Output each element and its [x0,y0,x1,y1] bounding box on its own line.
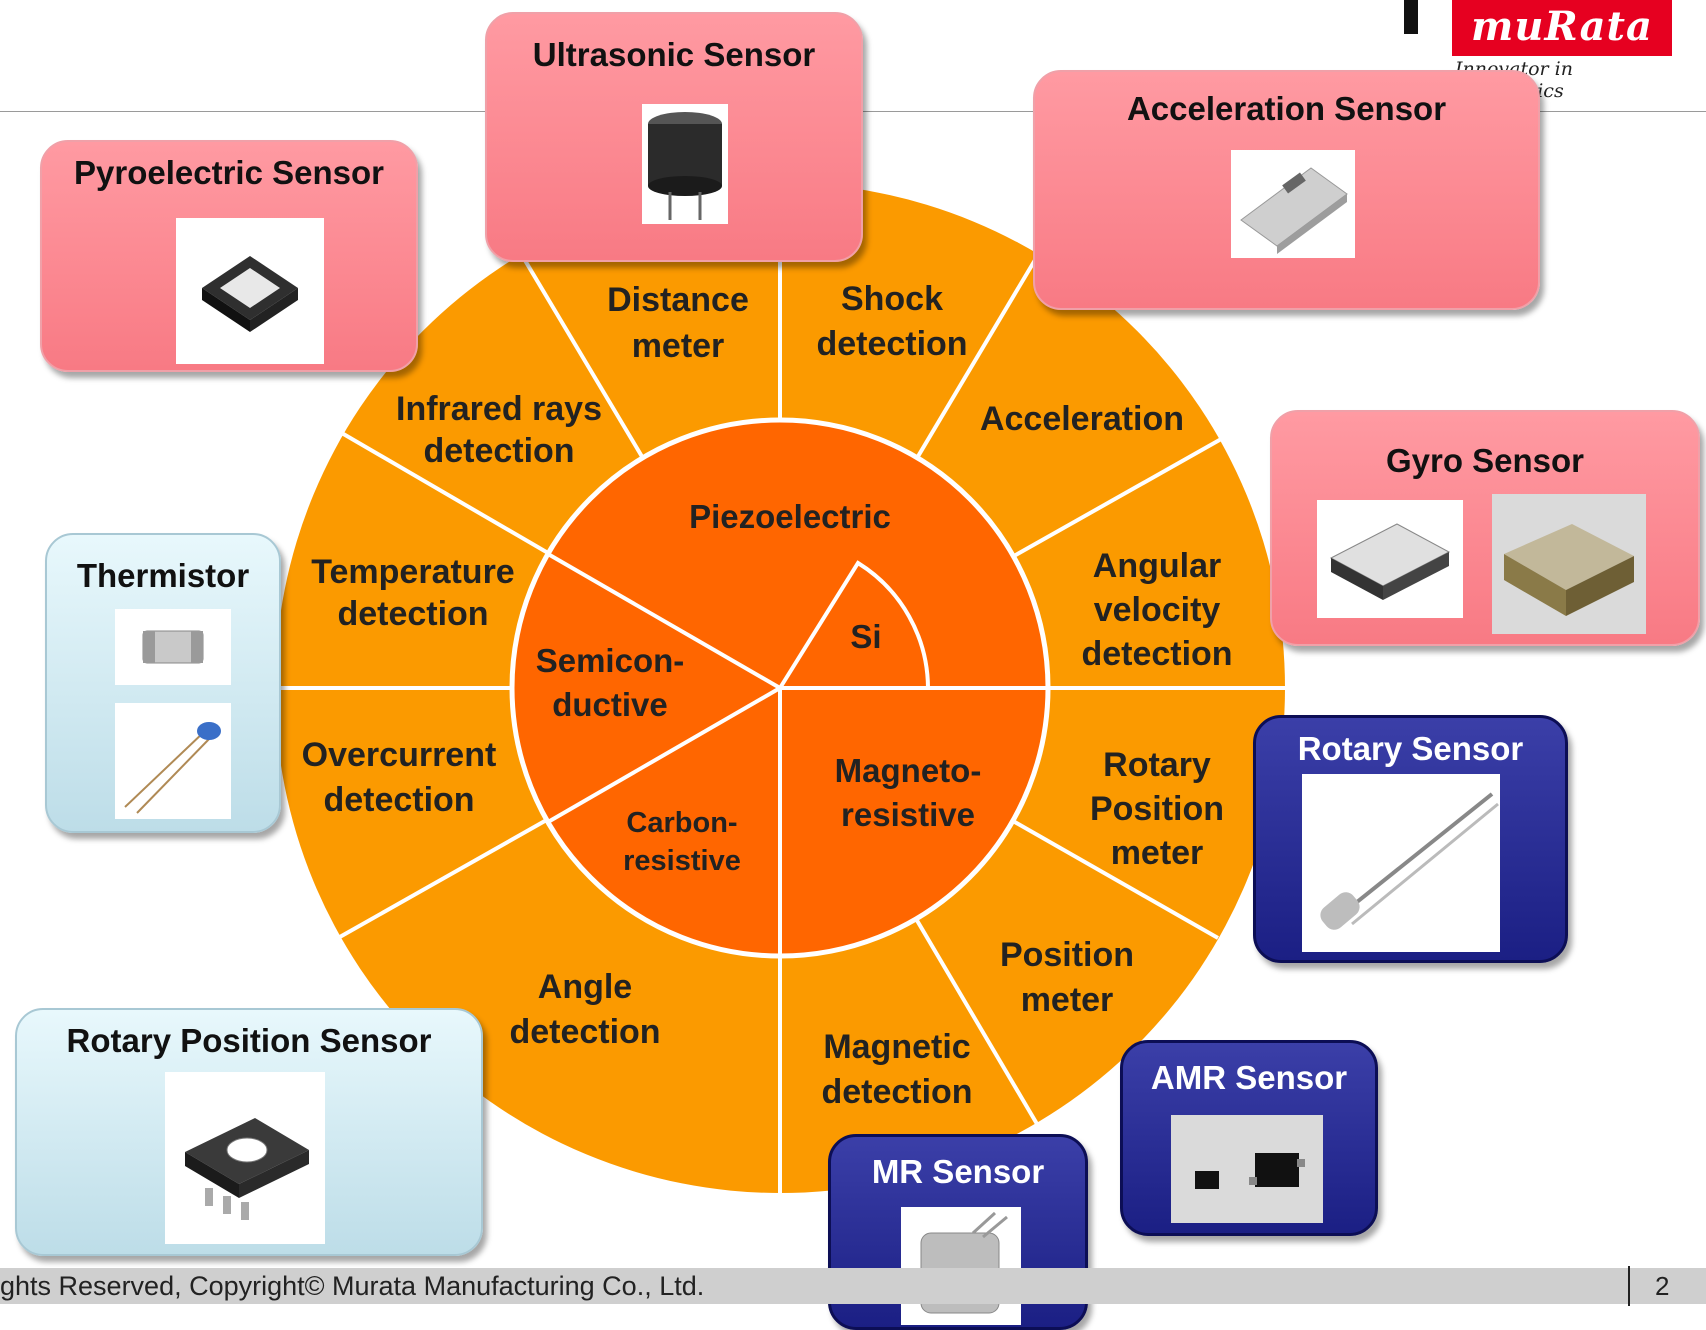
card-title: Thermistor [76,557,250,594]
card-title: Gyro Sensor [1385,442,1585,479]
segment-angular-3: detection [1081,635,1232,673]
core-label-semiconductive-1: Semicon- [536,642,685,679]
segment-overcurrent-2: detection [323,781,474,819]
segment-position-1: Position [1000,936,1134,974]
segment-acceleration: Acceleration [980,400,1184,438]
card-title: Rotary Position Sensor [66,1022,432,1059]
ultrasonic-sensor-photo [642,104,728,224]
segment-magnetic-2: detection [821,1073,972,1111]
logo-accent-bar [1404,0,1418,34]
core-label-magneto-2: resistive [841,796,975,833]
core-label-carbon-1: Carbon- [626,807,737,839]
card-title: Rotary Sensor [1297,730,1524,767]
gyro-sensor-photo-2 [1492,494,1646,634]
card-rotary-sensor: Rotary Sensor [1253,715,1568,963]
logo-badge [1452,0,1672,56]
card-gyro-sensor: Gyro Sensor [1270,410,1700,646]
card-ultrasonic-sensor: Ultrasonic Sensor [485,12,863,262]
card-rotary-position-sensor: Rotary Position Sensor [15,1008,483,1256]
core-label-magneto-1: Magneto- [835,752,982,789]
gyro-sensor-photo-1 [1317,500,1463,618]
card-pyroelectric-sensor: Pyroelectric Sensor [40,140,418,372]
core-label-carbon-2: resistive [623,845,741,877]
core-label-piezoelectric: Piezoelectric [689,498,891,535]
logo-wordmark: muRata [1471,3,1653,50]
acceleration-sensor-photo [1231,150,1355,258]
segment-infrared-2: detection [423,432,574,470]
segment-angular-2: velocity [1094,591,1221,629]
segment-infrared-1: Infrared rays [396,390,602,428]
mr-sensor-photo [901,1207,1021,1325]
segment-shock-1: Shock [841,280,943,318]
footer-bar [0,1268,1706,1304]
footer-separator [1628,1266,1630,1306]
segment-temperature-2: detection [337,595,488,633]
segment-magnetic-1: Magnetic [823,1028,970,1066]
pyroelectric-sensor-photo [176,218,324,364]
core-label-semiconductive-2: ductive [552,686,668,723]
segment-angle-1: Angle [538,968,632,1006]
segment-distance-1: Distance [607,281,749,319]
segment-rotary-pos-1: Rotary [1103,746,1211,784]
page-number: 2 [1655,1271,1670,1301]
footer-copyright: ghts Reserved, Copyright© Murata Manufac… [0,1271,705,1301]
card-title: MR Sensor [871,1153,1045,1190]
thermistor-leaded-photo [115,703,231,819]
rotary-sensor-photo [1302,774,1500,952]
segment-rotary-pos-3: meter [1111,834,1204,872]
si-wedge [776,560,931,690]
card-title: Acceleration Sensor [1126,90,1447,127]
segment-angle-2: detection [509,1013,660,1051]
card-title: AMR Sensor [1150,1059,1348,1096]
core-label-si: Si [850,618,881,655]
segment-angular-1: Angular [1093,547,1221,585]
amr-sensor-photo [1171,1115,1323,1223]
card-acceleration-sensor: Acceleration Sensor [1033,70,1540,310]
card-thermistor: Thermistor [45,533,281,833]
card-title: Pyroelectric Sensor [74,154,384,191]
segment-temperature-1: Temperature [311,553,514,591]
card-title: Ultrasonic Sensor [532,36,816,73]
rotary-position-sensor-photo [165,1072,325,1244]
segment-rotary-pos-2: Position [1090,790,1224,828]
card-amr-sensor: AMR Sensor [1120,1040,1378,1236]
segment-overcurrent-1: Overcurrent [302,736,497,774]
segment-shock-2: detection [816,325,967,363]
segment-position-2: meter [1021,981,1114,1019]
segment-distance-2: meter [632,327,725,365]
thermistor-chip-photo [115,609,231,685]
